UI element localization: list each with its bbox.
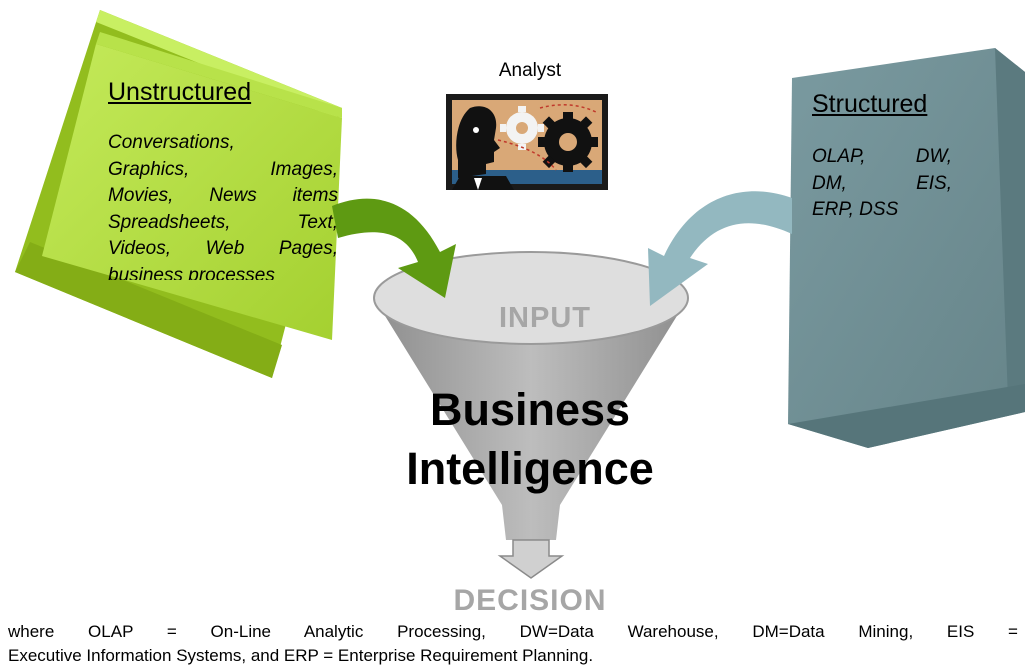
- structured-title: Structured: [812, 90, 928, 118]
- analyst-shoulders: [452, 176, 514, 190]
- unstructured-line: Videos, Web Pages,: [108, 236, 338, 263]
- unstructured-box-bottom: [15, 242, 282, 378]
- unstructured-word: Graphics,: [108, 158, 190, 180]
- unstructured-line: Movies, News items: [108, 183, 338, 210]
- unstructured-word: Conversations,: [108, 132, 235, 153]
- unstructured-word: Pages,: [278, 238, 338, 259]
- business-intelligence-title: Business Intelligence: [320, 380, 740, 498]
- green-curved-arrow-icon: [332, 198, 456, 298]
- footnote-line-2: Executive Information Systems, and ERP =…: [8, 646, 594, 665]
- unstructured-word: items: [292, 185, 338, 206]
- structured-line: DM, EIS,: [812, 171, 952, 198]
- unstructured-items: Conversations, Graphics, Images, Movies, New…: [108, 130, 338, 280]
- analyst-collar: [474, 178, 482, 190]
- analyst-head: [456, 106, 500, 178]
- funnel-rim: [373, 251, 689, 345]
- structured-box-front: [788, 48, 1025, 448]
- unstructured-line: Graphics, Images,: [108, 157, 338, 184]
- structured-line: OLAP, DW,: [812, 144, 952, 171]
- unstructured-box-edge: [96, 32, 342, 118]
- structured-word: DW,: [915, 146, 952, 167]
- structured-word: OLAP,: [812, 146, 866, 167]
- analyst-thought-line: [497, 139, 557, 171]
- bi-title-line1: Business: [429, 384, 631, 435]
- structured-box-bottom: [788, 384, 1025, 448]
- unstructured-box-front: [42, 44, 342, 340]
- unstructured-word: Web: [205, 238, 245, 259]
- unstructured-line: Conversations,: [108, 130, 338, 157]
- down-arrow-icon: [497, 539, 565, 579]
- unstructured-word: Text,: [297, 211, 339, 233]
- unstructured-word: Videos,: [108, 238, 172, 259]
- decision-label: DECISION: [453, 584, 607, 617]
- blue-curved-arrow-icon: [648, 191, 792, 306]
- analyst-label: Analyst: [498, 60, 562, 81]
- analyst-eye: [473, 127, 479, 133]
- large-gear-hole: [559, 133, 577, 151]
- analyst-gears-icon: [446, 94, 608, 190]
- unstructured-word: Images,: [270, 158, 338, 180]
- structured-word: DM,: [812, 172, 847, 194]
- structured-word: ERP, DSS: [812, 199, 899, 220]
- structured-box: [788, 48, 1025, 448]
- unstructured-word: Movies,: [108, 185, 174, 206]
- unstructured-title: Unstructured: [108, 78, 252, 106]
- input-label: INPUT: [499, 302, 591, 334]
- structured-items: OLAP, DW, DM, EIS, ERP, DSS: [812, 144, 952, 234]
- footnote: where OLAP = On-Line Analytic Processing…: [8, 620, 1018, 668]
- bi-title-line2: Intelligence: [406, 443, 654, 494]
- structured-box-side: [995, 48, 1025, 412]
- unstructured-word: Spreadsheets,: [108, 211, 231, 233]
- structured-word: EIS,: [916, 172, 952, 194]
- structured-line: ERP, DSS: [812, 197, 952, 224]
- unstructured-line: Spreadsheets, Text,: [108, 210, 338, 237]
- unstructured-box: [15, 10, 342, 378]
- small-gear-hole: [516, 122, 528, 134]
- funnel: [373, 251, 689, 579]
- footnote-line-1: where OLAP = On-Line Analytic Processing…: [8, 622, 1018, 641]
- unstructured-word: News: [209, 185, 257, 206]
- unstructured-word: business processes: [108, 264, 275, 281]
- unstructured-line: business processes: [108, 263, 338, 281]
- funnel-body: [374, 298, 688, 540]
